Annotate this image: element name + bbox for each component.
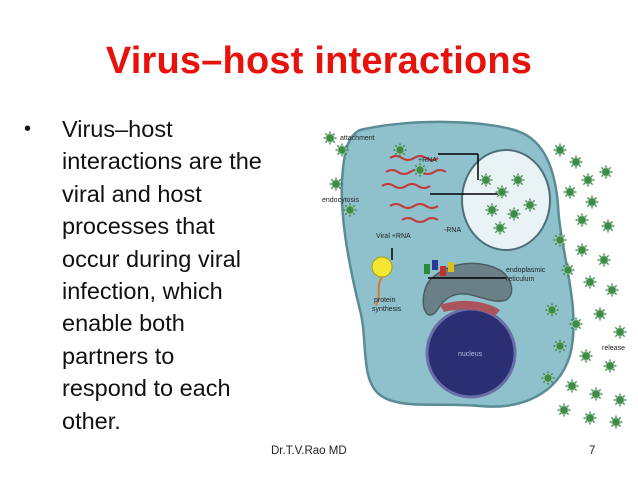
- virus-particle-icon: [585, 195, 599, 209]
- virus-particle-icon: [601, 219, 615, 233]
- virus-particle-icon: [479, 173, 493, 187]
- virus-particle-icon: [579, 349, 593, 363]
- protein-block-red: [440, 266, 446, 276]
- virus-particle-icon: [599, 165, 613, 179]
- label-protein-line2: synthesis: [372, 306, 402, 313]
- label-endocytosis: endocytosis: [322, 197, 359, 204]
- virus-particle-icon: [613, 393, 627, 407]
- virus-particle-icon: [493, 221, 507, 235]
- virus-particle-icon: [563, 185, 577, 199]
- virus-particles: [323, 131, 627, 429]
- virus-particle-icon: [495, 185, 509, 199]
- virus-particle-icon: [589, 387, 603, 401]
- bullet-line: respond to each: [62, 375, 231, 402]
- ribosome: [371, 256, 393, 278]
- label-protein-line1: protein: [374, 297, 396, 304]
- virus-particle-icon: [565, 379, 579, 393]
- footer-author: Dr.T.V.Rao MD: [271, 445, 347, 457]
- page-number: 7: [589, 445, 596, 457]
- virus-particle-icon: [557, 403, 571, 417]
- bullet-line: infection, which: [62, 278, 223, 305]
- slide-title: Virus–host interactions: [105, 40, 533, 82]
- virus-particle-icon: [569, 317, 583, 331]
- virus-particle-icon: [541, 371, 555, 385]
- bullet-line: viral and host: [62, 180, 202, 207]
- virus-particle-icon: [507, 207, 521, 221]
- bullet-line: enable both: [62, 310, 185, 337]
- rna-strand: [401, 217, 439, 223]
- label-plus-rna: +RNA: [418, 157, 437, 164]
- virus-particle-icon: [323, 131, 337, 145]
- er-fold: [440, 300, 500, 316]
- virus-particle-icon: [583, 275, 597, 289]
- virus-particle-icon: [553, 339, 567, 353]
- virus-particle-icon: [575, 213, 589, 227]
- virus-particle-icon: [609, 415, 623, 429]
- virus-particle-icon: [329, 177, 343, 191]
- virus-particle-icon: [523, 198, 537, 212]
- virus-host-diagram: attachment +RNA endocytosis Viral +RNA -…: [322, 120, 627, 429]
- label-nucleus: nucleus: [458, 351, 483, 358]
- endoplasmic-reticulum: [422, 262, 513, 316]
- virus-particle-icon: [569, 155, 583, 169]
- virus-particle-icon: [613, 325, 627, 339]
- virus-particle-icon: [597, 253, 611, 267]
- bullet-line: interactions are the: [62, 148, 262, 175]
- virus-particle-icon: [511, 173, 525, 187]
- virus-particle-icon: [581, 173, 595, 187]
- label-er-line1: endoplasmic: [506, 267, 546, 274]
- bullet-text: Virus–host interactions are the viral an…: [62, 113, 327, 437]
- bullet-line: partners to: [62, 342, 175, 369]
- virus-particle-icon: [485, 203, 499, 217]
- virus-particle-icon: [335, 143, 349, 157]
- bullet-line: occur during viral: [62, 245, 241, 272]
- protein-chain: [375, 276, 383, 306]
- virus-particle-icon: [413, 163, 427, 177]
- rna-strand: [389, 155, 439, 161]
- virus-particle-icon: [561, 263, 575, 277]
- label-viral-plus-rna: Viral +RNA: [376, 233, 411, 240]
- bullet-line: processes that: [62, 213, 215, 240]
- virus-particle-icon: [593, 307, 607, 321]
- label-attachment: attachment: [340, 135, 375, 142]
- virus-particle-icon: [343, 203, 357, 217]
- virus-particle-icon: [553, 143, 567, 157]
- virus-particle-icon: [603, 359, 617, 373]
- label-minus-rna: -RNA: [444, 227, 461, 234]
- virus-particle-icon: [583, 411, 597, 425]
- virus-particle-icon: [605, 283, 619, 297]
- bullet-line: other.: [62, 407, 121, 434]
- rna-strand: [389, 203, 439, 209]
- protein-block-blue: [432, 260, 438, 270]
- protein-block-yellow: [448, 262, 454, 272]
- rna-strand: [381, 183, 431, 189]
- virus-particle-icon: [575, 243, 589, 257]
- bullet-line: Virus–host: [62, 116, 173, 142]
- protein-block-green: [424, 264, 430, 274]
- virus-particle-icon: [393, 143, 407, 157]
- virus-particle-icon: [553, 233, 567, 247]
- virus-particle-icon: [545, 303, 559, 317]
- label-release: release: [602, 345, 625, 352]
- label-er-line2: reticulum: [506, 276, 535, 283]
- bullet-dot: •: [24, 118, 32, 140]
- endosome: [461, 149, 551, 251]
